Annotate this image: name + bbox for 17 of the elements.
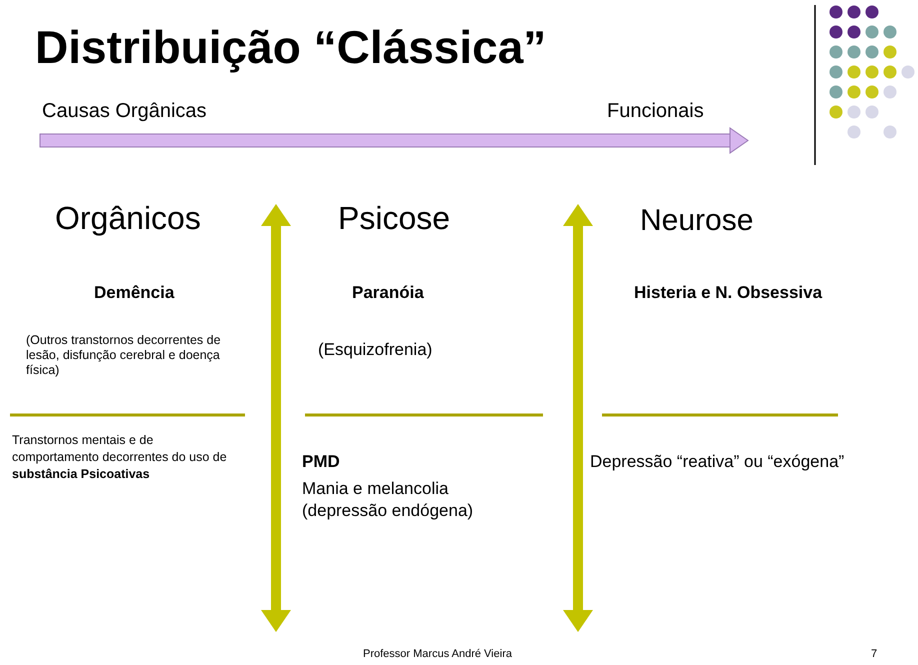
slide-title: Distribuição “Clássica” xyxy=(35,20,546,74)
description-text: Depressão “reativa” ou “exógena” xyxy=(590,452,844,472)
description-text: Transtornos mentais e de comportamento decorrentes do uso de substância Psicoativas xyxy=(12,432,228,483)
page-number: 7 xyxy=(871,648,878,660)
axis-label: Causas Orgânicas xyxy=(42,100,207,123)
category-label: PMD xyxy=(302,452,340,472)
footer-text: Professor Marcus André Vieira xyxy=(363,648,512,660)
category-label: Histeria e N. Obsessiva xyxy=(634,283,822,303)
note-text: (Outros transtornos decorrentes de lesão, disfunção cerebral e doença física) xyxy=(26,333,222,378)
description-text: Mania e melancolia (depressão endógena) xyxy=(302,478,474,522)
column-heading: Orgânicos xyxy=(55,200,201,237)
category-label: Demência xyxy=(94,283,174,303)
column-heading: Psicose xyxy=(338,200,450,237)
category-label: Paranóia xyxy=(352,283,424,303)
column-heading: Neurose xyxy=(640,204,754,238)
axis-label: Funcionais xyxy=(607,100,704,123)
note-text: (Esquizofrenia) xyxy=(318,340,432,360)
